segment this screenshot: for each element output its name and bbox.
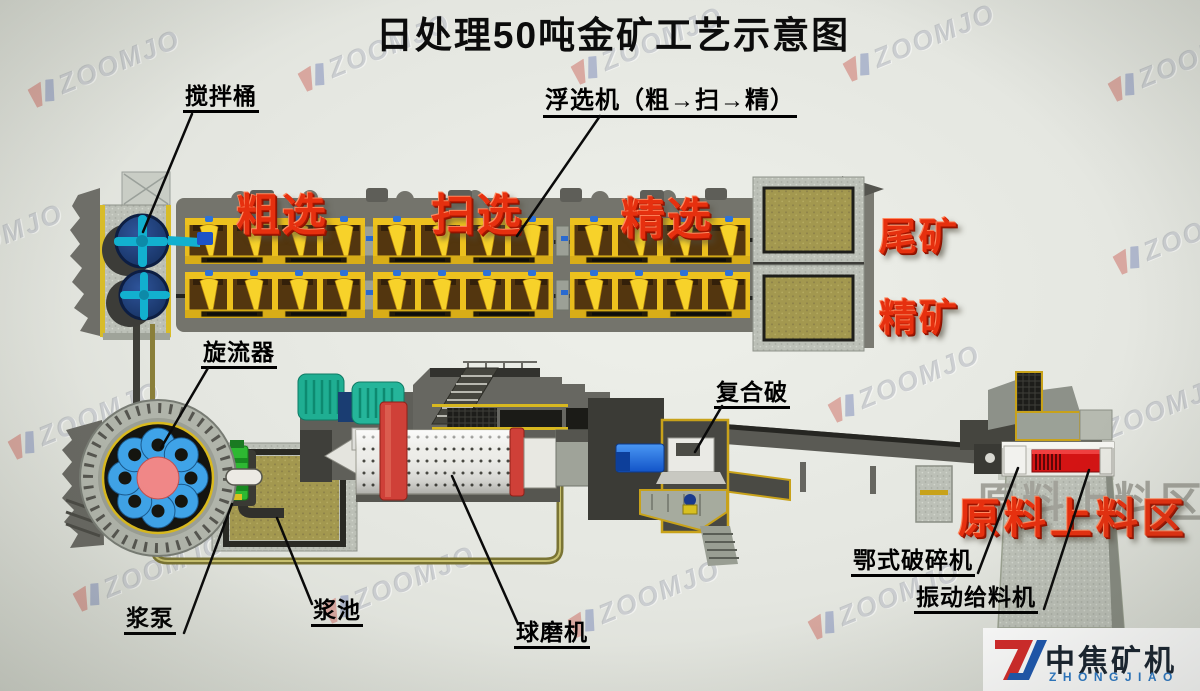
page-title: 日处理50吨金矿工艺示意图 [375, 15, 851, 56]
mill-bearing [523, 437, 557, 489]
main-conveyor [648, 418, 1008, 523]
label-cyclone: 旋流器 [201, 339, 277, 369]
slurry-feed-pipe [168, 236, 200, 247]
cyclone-outlet-pipe [225, 468, 263, 486]
stage-label-rougher: 粗选 [236, 191, 328, 240]
feed-pipe-down [133, 322, 140, 434]
pump-elbow-pipe [238, 494, 284, 518]
label-slurry-pump: 浆泵 [124, 605, 176, 635]
logo-mark-icon [995, 640, 1047, 680]
label-vibrating-feeder: 振动给料机 [914, 584, 1038, 614]
mixing-tank-platform [70, 171, 171, 434]
logo-text-cn: 中焦矿机 [1045, 645, 1177, 678]
mill-girth-gear [379, 401, 408, 501]
hydrocyclone [62, 399, 263, 557]
company-logo: 中焦矿机 ZHONGJIAO [983, 628, 1200, 691]
output-label-concentrate: 精矿 [879, 298, 960, 340]
output-pools [752, 176, 884, 352]
stage-label-cleaner: 精选 [621, 195, 713, 244]
label-compound-crusher: 复合破 [714, 379, 790, 409]
flotation-bank-rougher-2 [185, 270, 365, 318]
feed-area-label: 原料上料区 [958, 495, 1189, 542]
flotation-bank-cleaner-2 [570, 270, 750, 318]
label-flotation-machine: 浮选机（粗→扫→精） [543, 87, 797, 118]
label-mixing-tank: 搅拌桶 [183, 83, 259, 113]
label-ball-mill: 球磨机 [514, 619, 590, 649]
ball-mill-group [297, 361, 648, 502]
flotation-bank-scavenger-2 [373, 270, 553, 318]
label-slurry-pool: 浆池 [311, 597, 363, 627]
label-jaw-crusher: 鄂式破碎机 [851, 547, 975, 577]
logo-text-en: ZHONGJIAO [1049, 670, 1179, 684]
output-label-tailings: 尾矿 [879, 217, 960, 259]
compound-crusher-group [588, 398, 791, 566]
stage-label-scavenger: 扫选 [431, 191, 523, 240]
platform-stairs [700, 526, 738, 566]
